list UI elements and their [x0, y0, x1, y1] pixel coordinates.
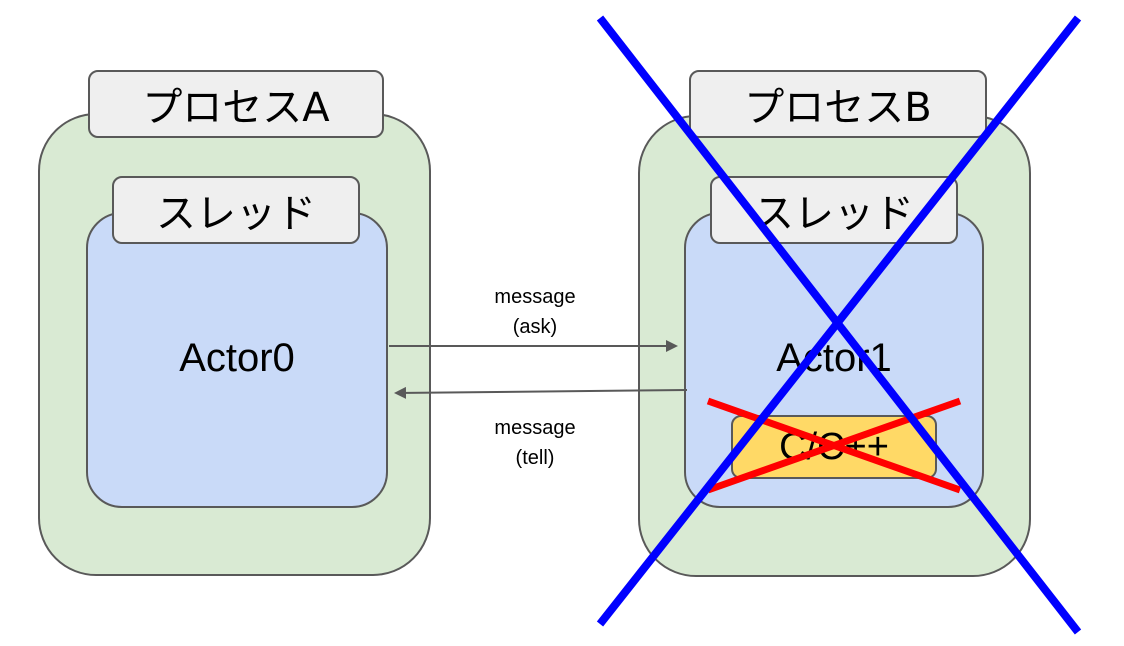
process-b-cross-mark [596, 15, 1082, 635]
ask-message-line1: message [494, 286, 576, 308]
actor0-label: Actor0 [179, 336, 295, 380]
process-a-thread [86, 212, 388, 508]
process-a-label: プロセスA [88, 70, 384, 138]
tell-message-label: message (tell) [455, 413, 615, 473]
tell-message-line1: message [494, 417, 576, 439]
process-a-thread-label: スレッド [112, 176, 360, 244]
native-cross-mark [706, 397, 962, 494]
tell-arrow [394, 386, 688, 399]
ask-message-line2: (ask) [512, 316, 558, 338]
tell-message-line2: (tell) [515, 447, 555, 469]
native-cross-stroke-2 [706, 397, 962, 494]
ask-message-label: message (ask) [455, 282, 615, 342]
process-b-label: プロセスB [689, 70, 987, 138]
process-b-cross-stroke-2 [596, 15, 1082, 627]
